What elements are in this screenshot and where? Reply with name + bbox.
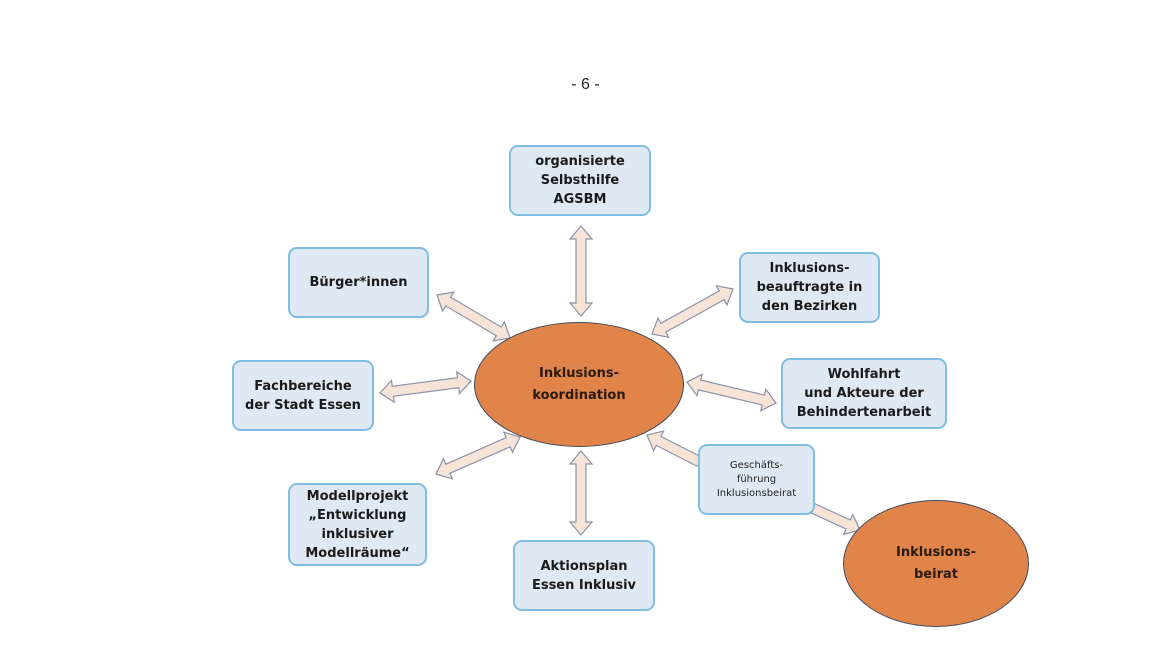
node-buerger-innen: Bürger*innen — [288, 247, 429, 318]
node-organisierte-selbsthilfe: organisierte Selbsthilfe AGSBM — [509, 145, 651, 216]
node-inklusionsbeirat: Inklusions- beirat — [843, 500, 1029, 627]
node-geschaeftsfuehrung: Geschäfts- führung Inklusionsbeirat — [698, 444, 815, 515]
arrow-aktionsplan — [568, 450, 594, 536]
page-number: - 6 - — [571, 76, 600, 93]
node-modellprojekt: Modellprojekt „Entwicklung inklusiver Mo… — [288, 483, 427, 566]
node-wohlfahrt: Wohlfahrt und Akteure der Behindertenarb… — [781, 358, 947, 429]
arrow-wohlfahrt — [686, 373, 777, 412]
arrow-buerger — [436, 291, 511, 342]
node-aktionsplan: Aktionsplan Essen Inklusiv — [513, 540, 655, 611]
arrow-modellprojekt — [435, 431, 521, 480]
center-inklusionskoordination: Inklusions- koordination — [474, 322, 684, 447]
arrow-beauftragte — [651, 284, 734, 339]
node-inklusionsbeauftragte: Inklusions- beauftragte in den Bezirken — [739, 252, 880, 323]
arrow-geschaeftsfuehrung-to-beirat — [805, 500, 861, 536]
arrow-geschaeftsfuehrung-to-center — [646, 430, 704, 468]
node-fachbereiche: Fachbereiche der Stadt Essen — [232, 360, 374, 431]
arrow-selbsthilfe — [568, 225, 594, 317]
arrow-fachbereiche — [379, 370, 472, 404]
